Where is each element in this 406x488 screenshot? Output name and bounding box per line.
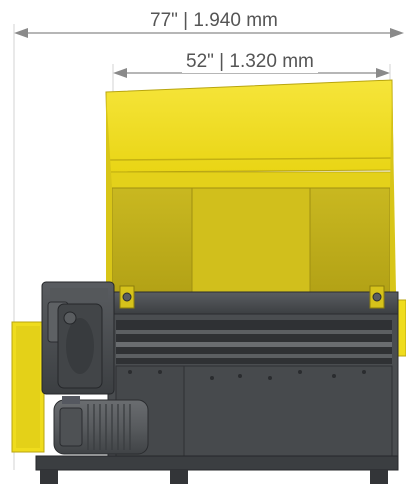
overall-width-label: 77" | 1.940 mm [146,10,282,32]
machine-body [97,285,399,465]
electric-motor [53,396,149,455]
hopper-width-label: 52" | 1.320 mm [182,51,318,73]
gearbox [41,281,115,395]
base-frame [35,455,399,484]
hopper-width-dimension [112,64,391,92]
hopper [105,79,396,293]
left-yellow-side-panel [11,321,45,453]
